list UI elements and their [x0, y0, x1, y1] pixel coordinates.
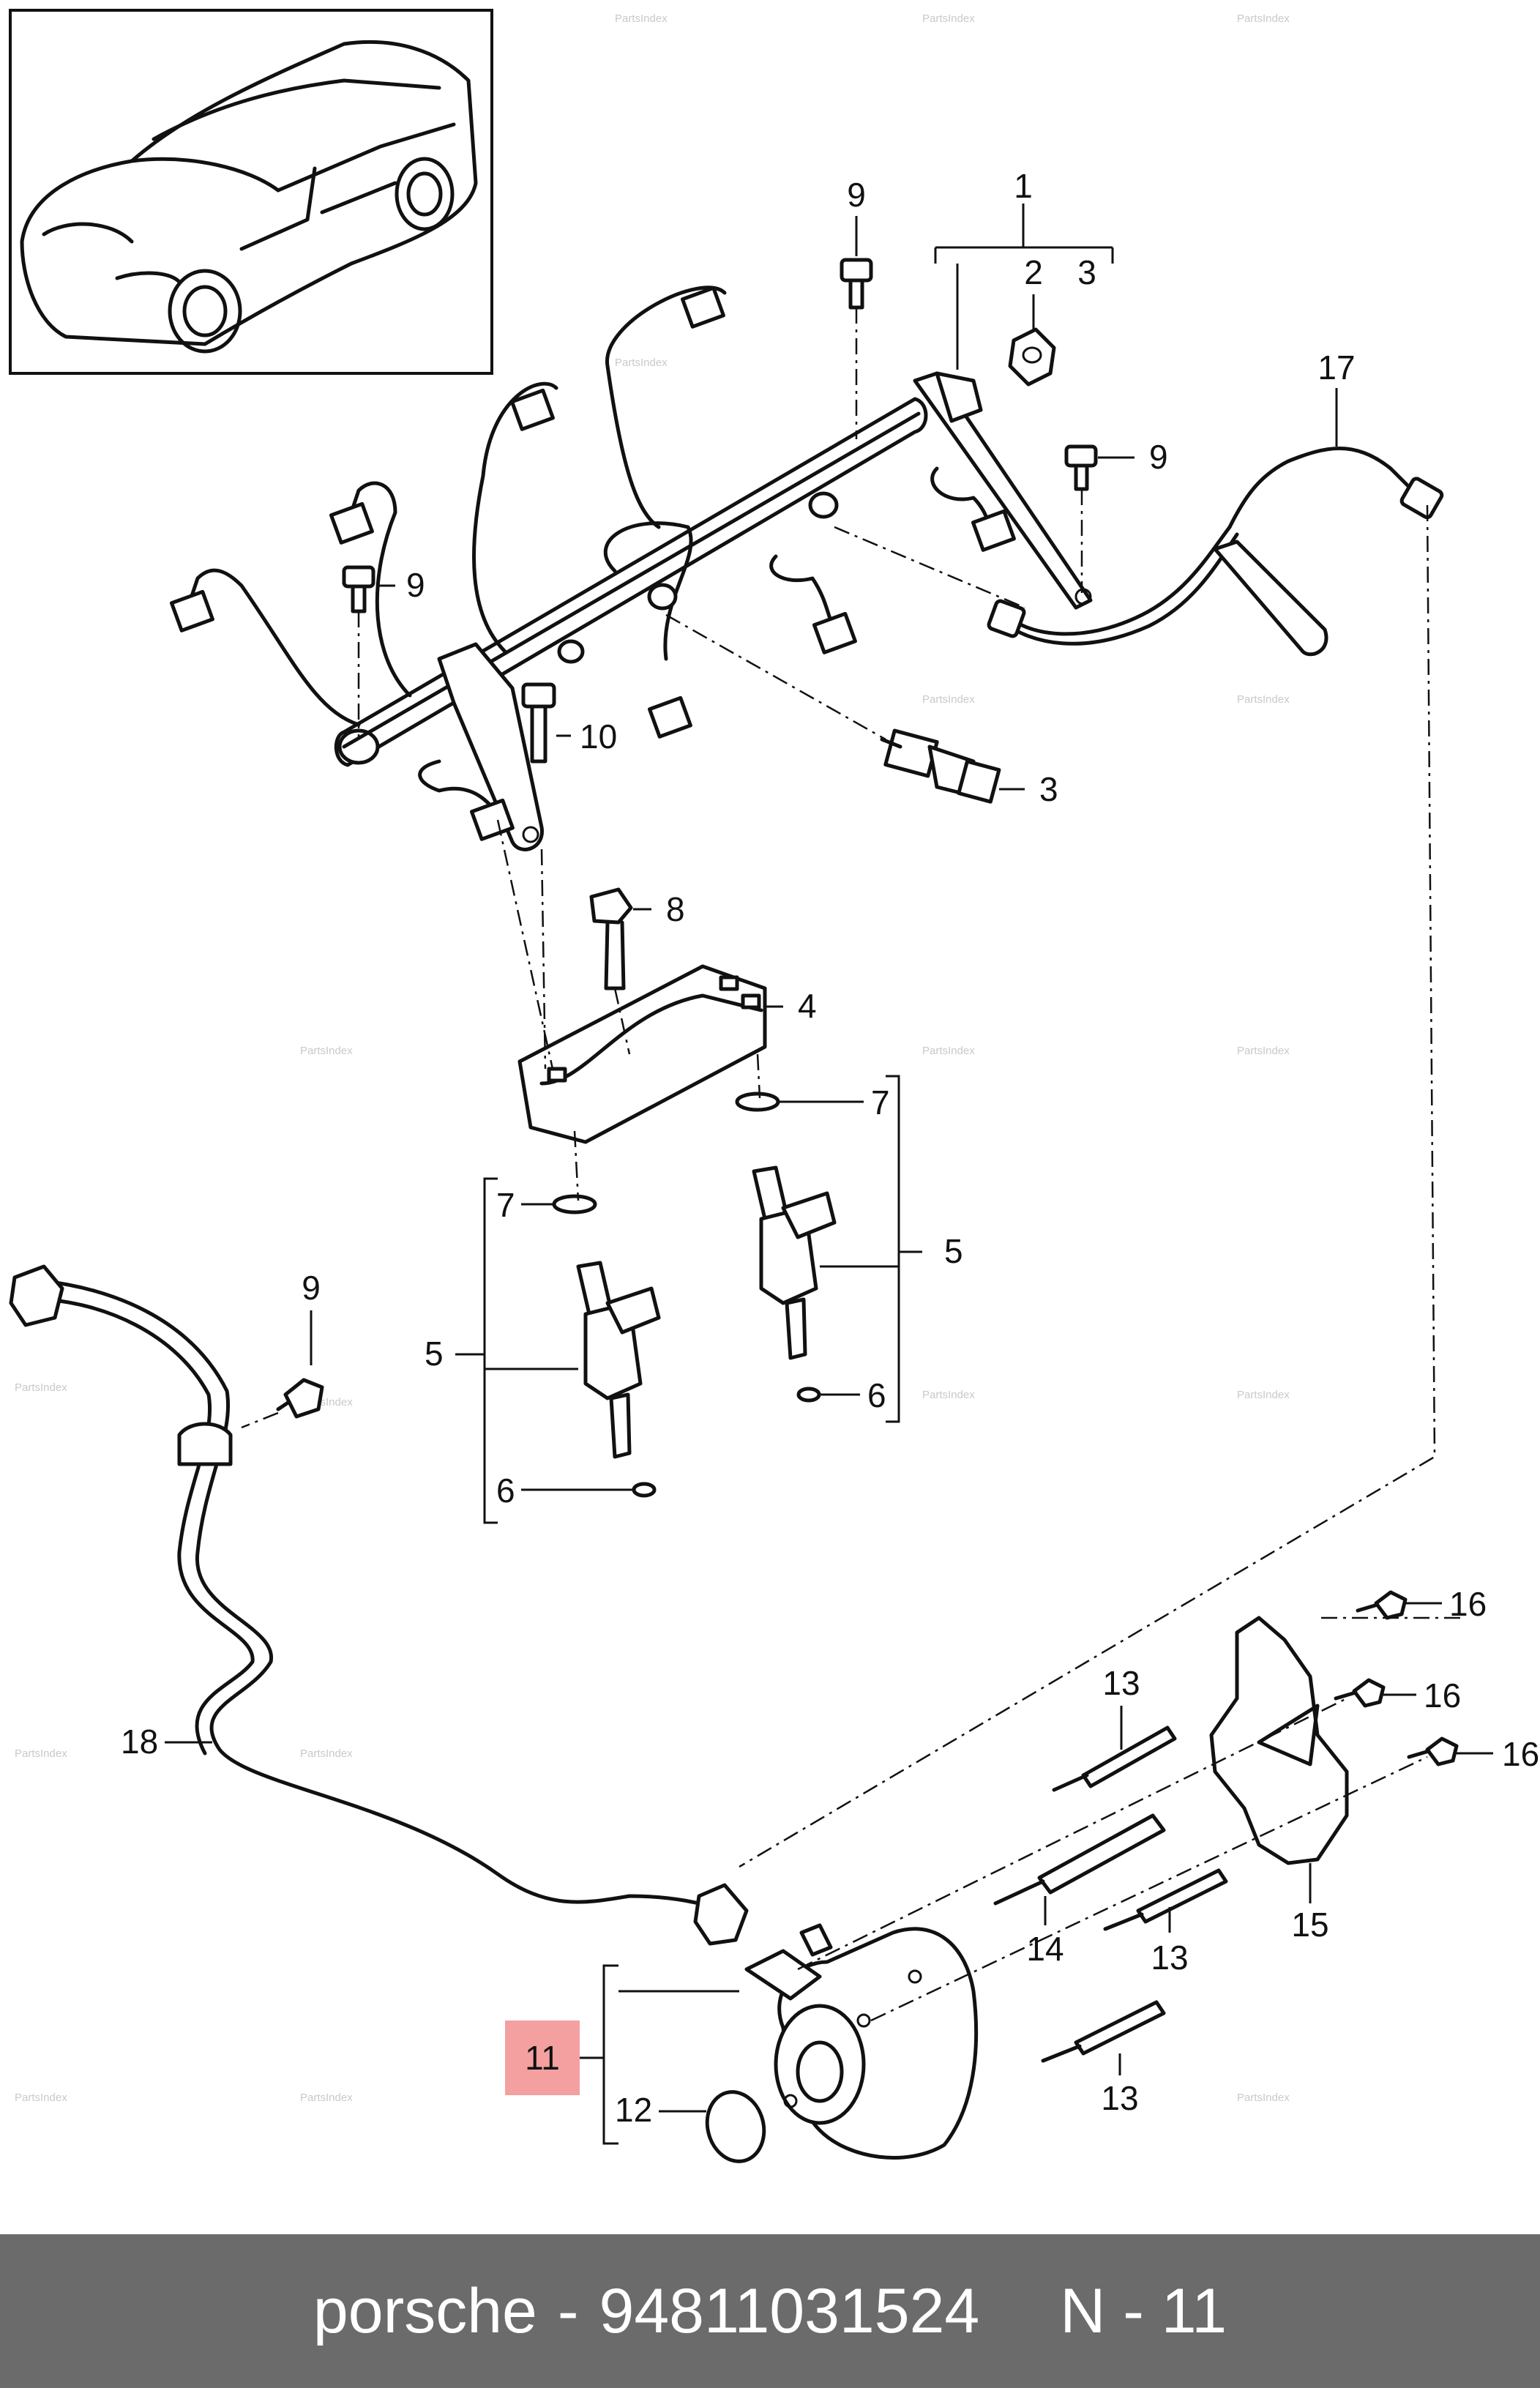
watermark: PartsIndex	[922, 1045, 975, 1057]
watermark: PartsIndex	[15, 1381, 67, 1394]
watermark: PartsIndex	[300, 2092, 353, 2104]
nut-part-2	[1008, 327, 1056, 387]
callout-15: 15	[1291, 1906, 1328, 1944]
callout-6: 6	[867, 1376, 886, 1414]
callout-11: 11	[525, 2039, 560, 2077]
fuel-line-part-17	[987, 447, 1444, 657]
callout-13: 13	[1102, 1664, 1140, 1702]
o-ring-part-12	[705, 2090, 766, 2163]
watermark: PartsIndex	[922, 1389, 975, 1401]
watermark: PartsIndex	[1237, 1389, 1290, 1401]
parts-diagram: PartsIndex PartsIndex PartsIndex PartsIn…	[9, 9, 1539, 2163]
fuel-pump-part-11	[744, 1923, 979, 2160]
pressure-sensor-part-3	[880, 728, 1001, 804]
callout-18: 18	[121, 1723, 158, 1761]
callout-8: 8	[666, 890, 685, 928]
callout-17: 17	[1317, 348, 1355, 387]
part-number: 94811031524	[599, 2275, 980, 2346]
watermark: PartsIndex	[922, 12, 975, 25]
fuel-rail-assembly	[169, 286, 1093, 851]
vehicle-inset	[9, 9, 493, 375]
callout-7: 7	[871, 1083, 890, 1122]
bracket-part-4	[517, 964, 767, 1144]
seals-part-6	[632, 1387, 821, 1498]
heat-shield-part-15	[1209, 1616, 1349, 1865]
highlight-box	[505, 2021, 580, 2095]
watermark: PartsIndex	[300, 1045, 353, 1057]
bolt-part-8	[589, 887, 633, 990]
callout-2: 2	[1024, 253, 1043, 291]
watermark: PartsIndex	[1237, 1045, 1290, 1057]
car-outline	[20, 40, 478, 354]
callout-16: 16	[1449, 1585, 1487, 1623]
callout-3: 3	[1077, 253, 1096, 291]
callout-10: 10	[580, 717, 617, 755]
brand-name: porsche	[313, 2275, 537, 2346]
center-lines	[241, 307, 1460, 2022]
fuel-line-part-18	[9, 1264, 749, 1946]
callout-9: 9	[302, 1269, 321, 1307]
callout-9: 9	[406, 566, 425, 604]
callout-14: 14	[1026, 1930, 1064, 1968]
stud-part-14	[993, 1813, 1166, 1906]
callout-9: 9	[847, 176, 866, 214]
watermark: PartsIndex	[15, 2092, 67, 2104]
studs-part-13	[1041, 1725, 1228, 2063]
callout-4: 4	[798, 987, 817, 1025]
footer-bar: porsche - 94811031524 N - 11	[0, 2234, 1540, 2388]
callout-1: 1	[1014, 167, 1033, 205]
bolt-part-10	[521, 682, 556, 764]
callout-6: 6	[496, 1471, 515, 1510]
watermark: PartsIndex	[1237, 693, 1290, 706]
separator: -	[557, 2275, 579, 2346]
watermark: PartsIndex	[922, 693, 975, 706]
watermark: PartsIndex	[1237, 12, 1290, 25]
watermark: PartsIndex	[300, 1747, 353, 1760]
watermark: PartsIndex	[615, 357, 668, 369]
callout-16: 16	[1424, 1676, 1461, 1714]
callout-13: 13	[1151, 1939, 1188, 1977]
callout-3: 3	[1039, 770, 1058, 808]
watermark: PartsIndex	[15, 1747, 67, 1760]
callout-9: 9	[1149, 438, 1168, 476]
callout-7: 7	[496, 1186, 515, 1224]
callout-5: 5	[425, 1335, 444, 1373]
callouts: 1 2 3 9 9 9 10 3 17 8 4 7 5 6 7 5	[121, 167, 1539, 2145]
injectors-part-5	[576, 1165, 837, 1459]
watermark: PartsIndex	[615, 12, 668, 25]
watermarks: PartsIndex PartsIndex PartsIndex PartsIn…	[15, 12, 1290, 2104]
bolts-part-16	[1334, 1590, 1459, 1766]
diagram-reference: N - 11	[1060, 2275, 1227, 2346]
callout-12: 12	[615, 2091, 652, 2129]
callout-16: 16	[1502, 1735, 1539, 1773]
callout-13: 13	[1101, 2079, 1138, 2117]
callout-5: 5	[944, 1232, 963, 1270]
watermark: PartsIndex	[1237, 2092, 1290, 2104]
